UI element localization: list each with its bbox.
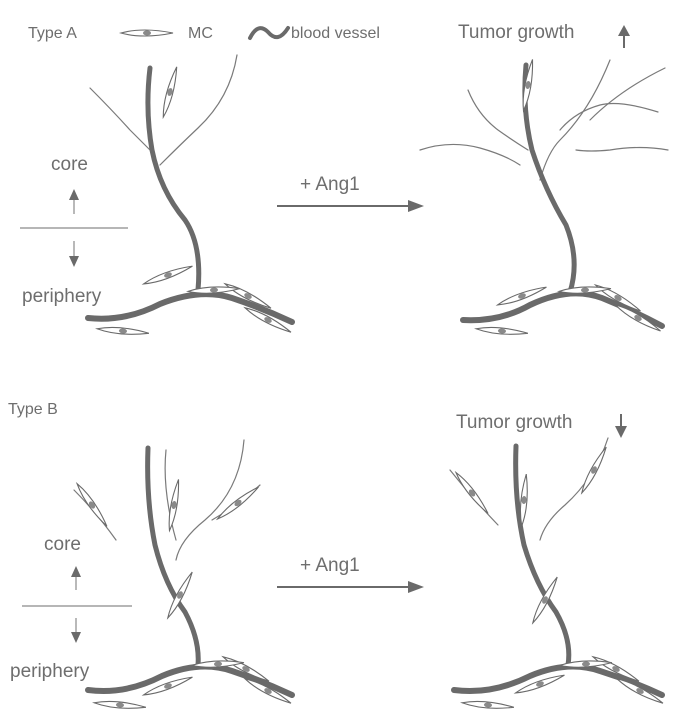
panel-type-b: Type B core periphery + Ang1 (8, 401, 664, 710)
panel-b-before-tree (74, 440, 292, 710)
legend-vessel-label: blood vessel (291, 25, 380, 42)
legend-type-a-label: Type A (28, 25, 77, 42)
mc-legend-icon (121, 30, 173, 36)
panel-type-a: core periphery + Ang1 Tumor growth (20, 22, 668, 336)
panel-a-treatment-label: + Ang1 (300, 174, 360, 195)
panel-a-periphery-label: periphery (22, 286, 102, 307)
growth-down-arrow-icon (615, 414, 627, 438)
panel-a-core-label: core (51, 154, 88, 175)
panel-b-treatment-arrow (277, 581, 424, 593)
growth-up-arrow-icon (618, 25, 630, 48)
panel-b-core-label: core (44, 534, 81, 555)
panel-b-outcome-label: Tumor growth (456, 412, 573, 433)
panel-b-periphery-label: periphery (10, 661, 90, 682)
panel-a-after-tree (420, 59, 668, 336)
panel-b-treatment-label: + Ang1 (300, 555, 360, 576)
panel-b-after-tree (450, 438, 664, 710)
blood-vessel-legend-icon (250, 28, 288, 38)
panel-a-outcome-label: Tumor growth (458, 22, 575, 43)
legend-mc-label: MC (188, 25, 213, 42)
panel-a-treatment-arrow (277, 200, 424, 212)
legend: Type A MC blood vessel (28, 25, 380, 42)
panel-a-before-tree (88, 55, 292, 336)
panel-b-title: Type B (8, 401, 58, 418)
